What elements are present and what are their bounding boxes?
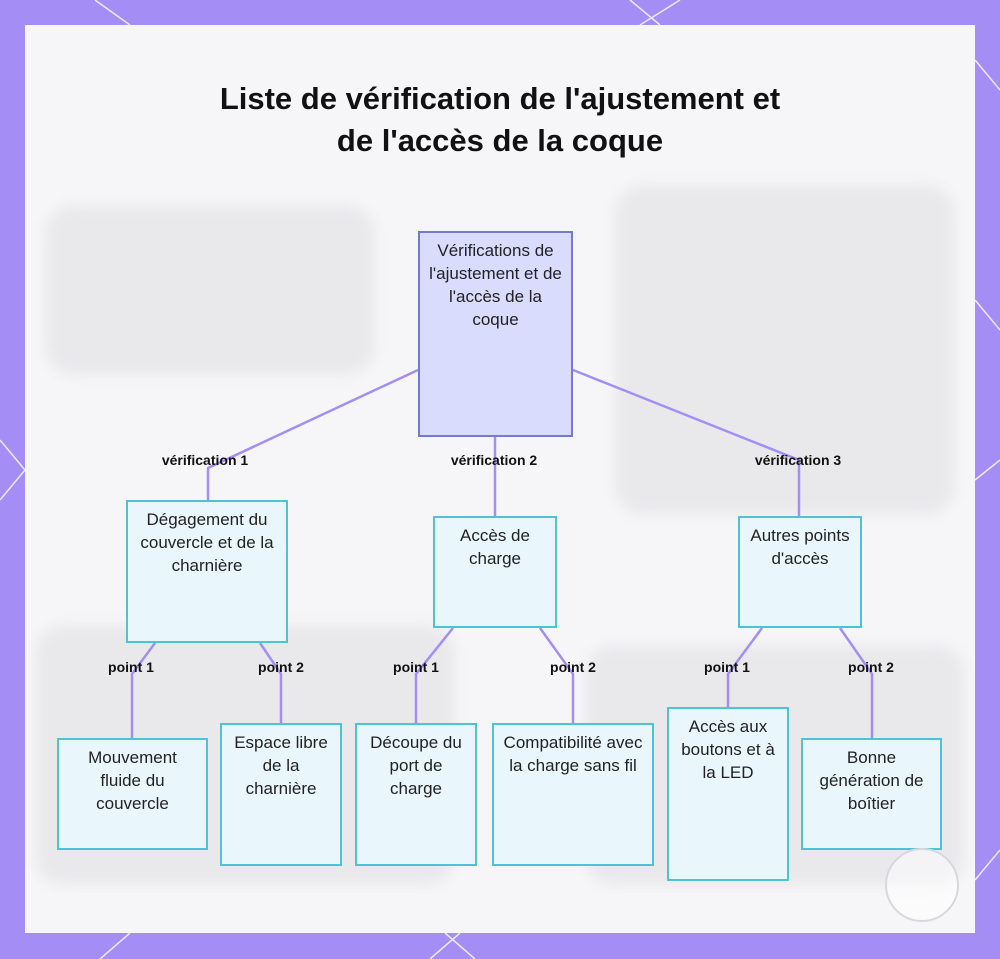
edge-label-b3-point1: point 1 <box>704 659 750 675</box>
edge-label-b1-point2: point 2 <box>258 659 304 675</box>
branch-node-1-label: Dégagement du couvercle et de la charniè… <box>136 508 278 635</box>
edge-label-b2-point2: point 2 <box>550 659 596 675</box>
edge-label-b2-point1: point 1 <box>393 659 439 675</box>
leaf-node-3: Découpe du port de charge <box>355 723 477 866</box>
leaf-node-1-label: Mouvement fluide du couvercle <box>67 746 198 842</box>
leaf-node-4-label: Compatibilité avec la charge sans fil <box>502 731 644 858</box>
edge-branch1-child1 <box>132 643 155 738</box>
leaf-node-1: Mouvement fluide du couvercle <box>57 738 208 850</box>
edge-branch1-child2 <box>260 643 281 723</box>
edge-label-branch3: vérification 3 <box>755 452 841 468</box>
edge-root-branch3 <box>573 370 799 516</box>
branch-node-2-label: Accès de charge <box>443 524 547 620</box>
leaf-node-4: Compatibilité avec la charge sans fil <box>492 723 654 866</box>
leaf-node-6-label: Bonne génération de boîtier <box>811 746 932 842</box>
leaf-node-2-label: Espace libre de la charnière <box>230 731 332 858</box>
leaf-node-2: Espace libre de la charnière <box>220 723 342 866</box>
edge-label-b1-point1: point 1 <box>108 659 154 675</box>
edge-branch2-child2 <box>540 628 573 723</box>
watermark-badge-icon <box>885 848 959 922</box>
root-node-label: Vérifications de l'ajustement et de l'ac… <box>428 239 563 429</box>
root-node: Vérifications de l'ajustement et de l'ac… <box>418 231 573 437</box>
leaf-node-3-label: Découpe du port de charge <box>365 731 467 858</box>
edge-root-branch1 <box>208 370 418 500</box>
edge-branch2-child1 <box>416 628 453 723</box>
branch-node-2: Accès de charge <box>433 516 557 628</box>
leaf-node-6: Bonne génération de boîtier <box>801 738 942 850</box>
leaf-node-5: Accès aux boutons et à la LED <box>667 707 789 881</box>
branch-node-3-label: Autres points d'accès <box>748 524 852 620</box>
edge-label-branch2: vérification 2 <box>451 452 537 468</box>
branch-node-1: Dégagement du couvercle et de la charniè… <box>126 500 288 643</box>
leaf-node-5-label: Accès aux boutons et à la LED <box>677 715 779 873</box>
edge-label-b3-point2: point 2 <box>848 659 894 675</box>
branch-node-3: Autres points d'accès <box>738 516 862 628</box>
edge-branch3-child2 <box>840 628 872 738</box>
edge-label-branch1: vérification 1 <box>162 452 248 468</box>
